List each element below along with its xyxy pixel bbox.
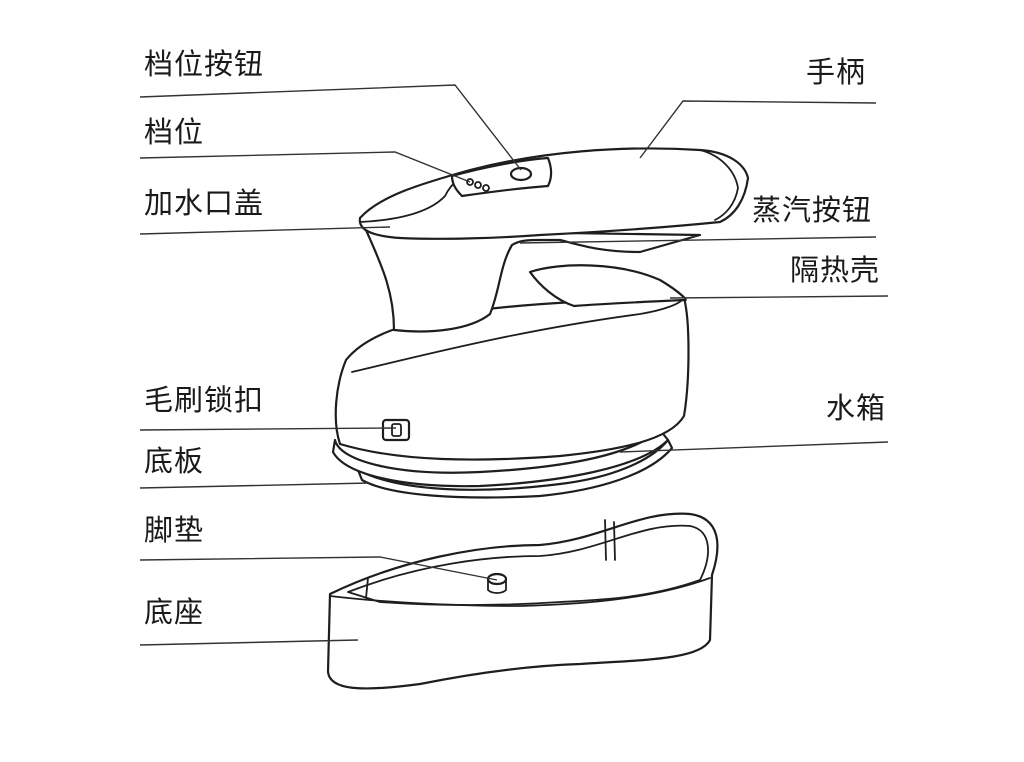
leader-steam-button bbox=[519, 236, 877, 244]
leader-mode-button bbox=[139, 84, 522, 171]
leader-brush-lock bbox=[139, 427, 397, 431]
leader-sole-plate bbox=[139, 482, 371, 489]
leader-handle bbox=[639, 100, 877, 159]
label-sole-plate: 底板 bbox=[144, 444, 204, 478]
leader-foot-pad bbox=[139, 556, 498, 581]
leader-base bbox=[139, 639, 359, 646]
steamer-body-illustration bbox=[331, 147, 750, 499]
leader-water-tank bbox=[619, 441, 889, 453]
label-mode: 档位 bbox=[144, 115, 204, 149]
label-mode-button: 档位按钮 bbox=[144, 47, 264, 81]
label-steam-button: 蒸汽按钮 bbox=[752, 193, 872, 227]
base-stand-illustration bbox=[326, 512, 719, 690]
label-brush-lock: 毛刷锁扣 bbox=[144, 383, 264, 417]
label-base: 底座 bbox=[144, 595, 204, 629]
leader-heat-shield bbox=[669, 295, 889, 299]
label-water-tank: 水箱 bbox=[826, 391, 886, 425]
label-handle: 手柄 bbox=[806, 55, 866, 89]
label-foot-pad: 脚垫 bbox=[144, 513, 204, 547]
leader-fill-cap bbox=[139, 226, 391, 235]
part-labels: 档位按钮 档位 加水口盖 手柄 蒸汽按钮 隔热壳 毛刷锁扣 水箱 底板 脚垫 底… bbox=[144, 47, 886, 629]
label-fill-cap: 加水口盖 bbox=[144, 186, 264, 220]
leader-mode bbox=[139, 151, 471, 183]
label-heat-shield: 隔热壳 bbox=[790, 253, 880, 287]
leader-lines bbox=[139, 84, 889, 646]
